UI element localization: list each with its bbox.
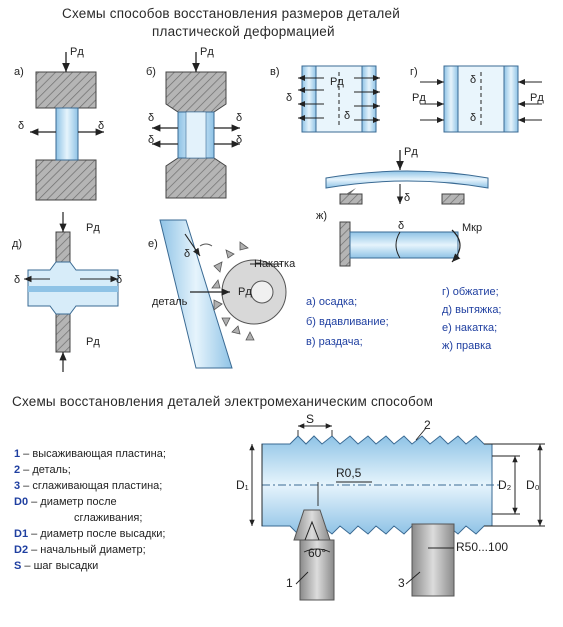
legend-item: D2 – начальный диаметр; (14, 544, 146, 556)
method-g: г) обжатие; (442, 286, 499, 298)
fig-v-force: Pд (330, 76, 344, 88)
legend-item: 2 – деталь; (14, 464, 71, 476)
fig-b-delta-right: δ (236, 112, 243, 124)
figure-d-drawing (24, 212, 119, 372)
fig-zh-force: Pд (404, 146, 418, 158)
fig-zh-label: ж) (316, 210, 328, 222)
fig-a-label: а) (14, 66, 24, 78)
method-e: е) накатка; (442, 322, 498, 334)
fig-g-label: г) (410, 66, 418, 78)
fig-e-label: е) (148, 238, 158, 250)
method-a: а) осадка; (306, 296, 358, 308)
radius-small-label: R0,5 (336, 466, 362, 480)
fig-d-delta-left: δ (14, 274, 21, 286)
page-title: Схемы способов восстановления размеров д… (62, 6, 400, 21)
part-number-1: 1 (286, 576, 293, 590)
fig-b-force: Pд (200, 46, 214, 58)
radius-large-label: R50...100 (456, 540, 509, 554)
method-zh: ж) правка (442, 340, 492, 352)
page-subtitle: пластической деформацией (152, 24, 335, 39)
fig-a-delta-left: δ (18, 120, 25, 132)
pitch-label: S (306, 412, 315, 426)
fig-zh-delta-2: δ (398, 220, 405, 232)
section2-legend: 1 – высаживающая пластина; 2 – деталь; 3… (14, 446, 166, 574)
legend-item: 3 – сглаживающая пластина; (14, 480, 163, 492)
legend-item: 1 – высаживающая пластина; (14, 448, 166, 460)
part-number-3: 3 (398, 576, 405, 590)
fig-e-part: деталь (152, 296, 188, 308)
fig-zh-delta: δ (404, 192, 411, 204)
legend-item: S – шаг высадки (14, 560, 99, 572)
angle-label: 60° (308, 546, 327, 560)
figure-g-crimping (420, 65, 542, 133)
fig-e-tool: Накатка (254, 258, 296, 270)
fig-g-force-right: Pд (530, 92, 544, 104)
diameter-d0-label: D₀ (526, 478, 540, 492)
diameter-d1-label: D₁ (236, 478, 249, 492)
method-d: д) вытяжка; (442, 304, 502, 316)
fig-a-delta-right: δ (98, 120, 105, 132)
fig-v-delta-inner: δ (344, 110, 351, 122)
fig-d-force-bottom: Pд (86, 336, 100, 348)
fig-b-label: б) (146, 66, 156, 78)
part-number-2: 2 (424, 418, 431, 432)
fig-zh-moment: Mкр (462, 222, 483, 234)
figure-zh-straightening (325, 150, 489, 267)
fig-a-force: Pд (70, 46, 84, 58)
fig-b-delta-right-2: δ (236, 134, 243, 146)
fig-g-force-left: Pд (412, 92, 426, 104)
figure-b-pressing (152, 52, 240, 199)
legend-item: D0 – диаметр после (14, 496, 117, 508)
fig-d-delta-right: δ (116, 274, 123, 286)
diameter-d2-label: D₂ (498, 478, 512, 492)
fig-b-delta-left-2: δ (148, 134, 155, 146)
legend-item: сглаживания; (74, 512, 143, 524)
fig-g-delta-top: δ (470, 74, 477, 86)
method-v: в) раздача; (306, 336, 363, 348)
electromech-part (249, 423, 545, 601)
section2-title: Схемы восстановления деталей электромеха… (12, 394, 434, 409)
fig-v-label: в) (270, 66, 280, 78)
fig-b-delta-left: δ (148, 112, 155, 124)
fig-e-force: Pд (238, 286, 252, 298)
figure-v-expansion (298, 65, 380, 133)
figure-e-knurling (159, 219, 287, 369)
method-b: б) вдавливание; (306, 316, 389, 328)
fig-v-delta-left: δ (286, 92, 293, 104)
fig-e-delta: δ (184, 248, 191, 260)
figure-a-upsetting (30, 52, 104, 201)
fig-d-force-top: Pд (86, 222, 100, 234)
legend-item: D1 – диаметр после высадки; (14, 528, 166, 540)
fig-d-label: д) (12, 238, 23, 250)
fig-g-delta-bottom: δ (470, 112, 477, 124)
